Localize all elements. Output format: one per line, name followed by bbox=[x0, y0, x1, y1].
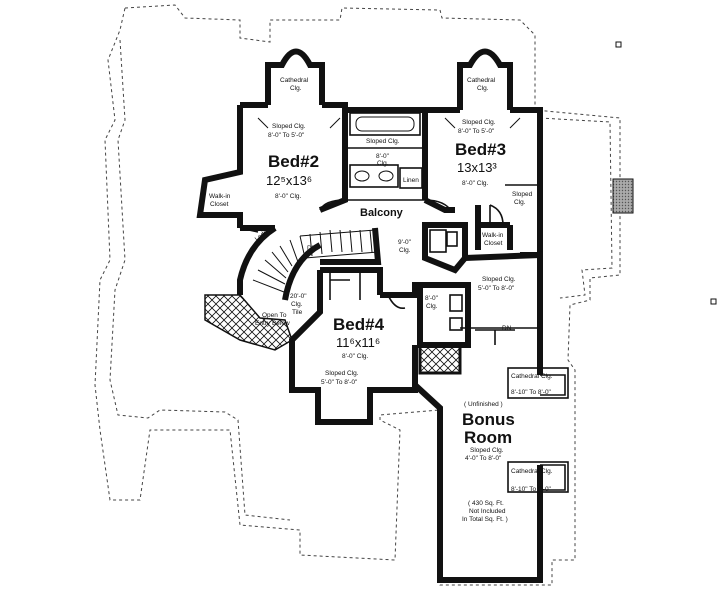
bath2 bbox=[417, 282, 471, 348]
bed4-sloped: Sloped Clg. bbox=[325, 370, 359, 377]
walkin-left-closet: Closet bbox=[210, 201, 229, 208]
linen-closet bbox=[399, 167, 423, 189]
bed2-ceiling: 8'-0" Clg. bbox=[275, 193, 302, 200]
bed3-door bbox=[489, 204, 504, 226]
open-ceiling-clg: Clg. bbox=[291, 301, 303, 308]
bath2-sink bbox=[449, 317, 463, 331]
lower-level-right-wall bbox=[539, 117, 613, 299]
bed3-wall bbox=[423, 110, 543, 250]
bed2-cathedral-label: Cathedral bbox=[280, 77, 309, 84]
bonus-not-included: Not Included bbox=[469, 508, 506, 515]
bonus-title-1: Bonus bbox=[462, 410, 515, 429]
bonus-cathedral-2 bbox=[507, 461, 569, 493]
hatched-chase bbox=[418, 343, 462, 375]
bath-right-wall bbox=[422, 222, 468, 274]
bed3-cathedral-label: Cathedral bbox=[467, 77, 496, 84]
chimney bbox=[612, 178, 634, 214]
open-tile: Tile bbox=[292, 309, 303, 316]
bed3-bay bbox=[457, 48, 513, 110]
curved-stair bbox=[237, 225, 322, 301]
corner-marker-2 bbox=[710, 298, 717, 305]
bonus-cathedral-1-label: Cathedral Clg. bbox=[511, 373, 553, 380]
bed2-title: Bed#2 bbox=[268, 152, 319, 171]
bonus-cathedral-1 bbox=[507, 367, 569, 399]
sink-right bbox=[378, 170, 394, 182]
bed2-bay bbox=[265, 48, 325, 105]
bathtub-inner bbox=[355, 116, 415, 132]
bonus-sqft: ( 430 Sq. Ft. bbox=[468, 500, 504, 507]
open-ceiling-height: 20'-0" bbox=[290, 293, 307, 300]
bed3-dimensions: 13x13³ bbox=[457, 160, 497, 175]
bed2-sloped-range: 8'-0" To 5'-0" bbox=[268, 132, 305, 139]
bed3-title: Bed#3 bbox=[455, 140, 506, 159]
bed4-wall bbox=[289, 267, 420, 425]
bath-sloped: Sloped Clg. bbox=[366, 138, 400, 145]
bed3-cathedral-clg: Clg. bbox=[477, 85, 489, 92]
tub-right bbox=[429, 229, 447, 253]
bed3-side-sloped: Sloped bbox=[512, 191, 533, 198]
stair-rail bbox=[320, 227, 382, 265]
bed4-sloped-range: 5'-0" To 8'-0" bbox=[321, 379, 358, 386]
bed4-ceiling: 8'-0" Clg. bbox=[342, 353, 369, 360]
walkin-left-label: Walk-in bbox=[209, 193, 231, 200]
bonus-sloped-range: 4'-0" To 8'-0" bbox=[465, 455, 502, 462]
walkin-right-closet: Closet bbox=[484, 240, 503, 247]
bonus-cathedral-1-range: 8'-10" To 8'-0" bbox=[511, 389, 552, 396]
bath2-ceiling-clg: Clg. bbox=[426, 303, 438, 310]
bonus-sloped: Sloped Clg. bbox=[470, 447, 504, 454]
sink-left bbox=[354, 170, 370, 182]
bathtub bbox=[349, 112, 421, 136]
walkin-right-label: Walk-in bbox=[482, 232, 504, 239]
hall-sloped-range: 5'-0" To 8'-0" bbox=[478, 285, 515, 292]
bed4-door bbox=[387, 294, 406, 310]
balcony-rail bbox=[319, 199, 453, 213]
bonus-title-2: Room bbox=[464, 428, 512, 447]
open-to-below bbox=[204, 294, 293, 351]
bath2-ceiling-height: 8'-0" bbox=[425, 295, 439, 302]
bed3-side-clg: Clg. bbox=[514, 199, 526, 206]
linen-label: Linen bbox=[403, 177, 419, 184]
bed4-closet-doors bbox=[329, 270, 361, 300]
entry-below-label: Entry Below bbox=[255, 320, 290, 327]
hall-line bbox=[460, 327, 566, 491]
bed3-ceiling: 8'-0" Clg. bbox=[462, 180, 489, 187]
bed2-cathedral-clg: Clg. bbox=[290, 85, 302, 92]
bed4-dimensions: 11⁶x11⁶ bbox=[336, 335, 380, 350]
toilet-right bbox=[446, 231, 458, 247]
bonus-down-label: DN bbox=[502, 325, 512, 332]
bed3-sloped-label: Sloped Clg. bbox=[462, 119, 496, 126]
bonus-dn-arrow bbox=[475, 329, 515, 345]
ledge bbox=[239, 227, 259, 233]
bed4-title: Bed#4 bbox=[333, 315, 385, 334]
bonus-cathedral-2-range: 8'-10" To 8'-0" bbox=[511, 486, 552, 493]
balcony-ceiling-clg: Clg. bbox=[399, 247, 411, 254]
bath-ceiling-height: 8'-0" bbox=[376, 153, 390, 160]
balcony-label: Balcony bbox=[360, 207, 404, 219]
bed2-slope-arrow bbox=[257, 117, 341, 129]
bath-ceiling-clg: Clg. bbox=[377, 160, 389, 167]
bath2-toilet bbox=[449, 294, 463, 312]
balcony-ceiling-height: 9'-0" bbox=[398, 239, 412, 246]
bed2-sloped-label: Sloped Clg. bbox=[272, 123, 306, 130]
bed3-slope-arrow bbox=[444, 117, 521, 129]
bonus-cathedral-2-label: Cathedral Clg. bbox=[511, 468, 553, 475]
stair-down-label: DN bbox=[307, 245, 317, 252]
open-to-label: Open To bbox=[262, 312, 287, 319]
vanity bbox=[349, 164, 399, 188]
hall-sloped: Sloped Clg. bbox=[482, 276, 516, 283]
bed2-dimensions: 12⁵x13⁶ bbox=[266, 173, 312, 188]
lower-level-outline-inner bbox=[109, 39, 291, 521]
bonus-unfinished: ( Unfinished ) bbox=[464, 401, 503, 408]
stair-treads bbox=[252, 229, 379, 293]
bonus-total: In Total Sq. Ft. ) bbox=[462, 516, 508, 523]
corner-marker bbox=[615, 41, 622, 48]
bed3-sloped-range: 8'-0" To 5'-0" bbox=[458, 128, 495, 135]
